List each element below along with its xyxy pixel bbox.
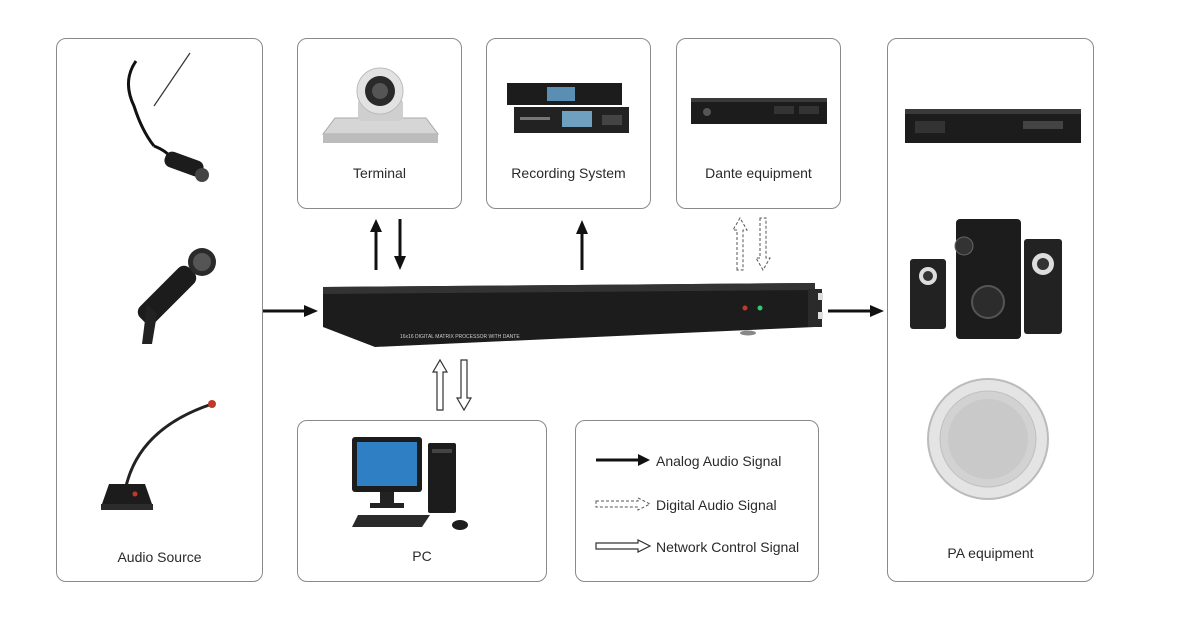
recording-system-panel: Recording System: [486, 38, 651, 209]
dante-equipment-panel: Dante equipment: [676, 38, 841, 209]
analog-arrow-icon: [596, 454, 650, 466]
analog-arrow-terminal-to-processor: [394, 219, 406, 270]
speaker-system-icon: [910, 219, 1062, 339]
digital-arrow-dante-to-processor: [755, 217, 771, 271]
network-arrow-icon: [595, 539, 652, 553]
hanging-microphone-icon: [127, 52, 209, 182]
pa-equipment-label: PA equipment: [947, 545, 1034, 561]
pa-equipment-panel: PA equipment: [887, 38, 1094, 582]
power-amplifier-icon: [905, 109, 1081, 143]
network-arrow-processor-to-pc: [455, 359, 473, 412]
analog-arrow-processor-to-recording: [576, 220, 588, 270]
handheld-microphone-icon: [137, 248, 216, 344]
digital-arrow-processor-to-dante: [732, 217, 748, 271]
matrix-processor-icon: [323, 283, 823, 347]
audio-source-panel: Audio Source: [56, 38, 263, 582]
terminal-panel: Terminal: [297, 38, 462, 209]
legend-analog-label: Analog Audio Signal: [656, 453, 782, 469]
recording-system-label: Recording System: [511, 165, 626, 181]
processor-front-label: 16x16 DIGITAL MATRIX PROCESSOR WITH DANT…: [400, 334, 520, 340]
analog-arrow-processor-to-terminal: [370, 219, 382, 270]
analog-arrow-processor-to-pa: [828, 305, 884, 317]
legend-digital-label: Digital Audio Signal: [656, 497, 777, 513]
pc-label: PC: [412, 548, 432, 564]
ceiling-speaker-icon: [927, 378, 1049, 500]
video-conference-camera-icon: [322, 67, 439, 143]
terminal-label: Terminal: [353, 165, 406, 181]
digital-arrow-icon: [595, 497, 652, 511]
analog-arrow-source-to-processor: [263, 305, 318, 317]
legend-network-label: Network Control Signal: [656, 539, 800, 555]
recording-server-icon: [507, 83, 629, 133]
audio-source-label: Audio Source: [117, 549, 202, 565]
dante-rack-unit-icon: [691, 98, 827, 124]
gooseneck-microphone-icon: [101, 400, 216, 510]
dante-equipment-label: Dante equipment: [705, 165, 812, 181]
desktop-computer-icon: [352, 437, 468, 530]
network-arrow-pc-to-processor: [431, 358, 449, 411]
pc-panel: PC: [297, 420, 547, 582]
legend-panel: Analog Audio Signal Digital Audio Signal…: [575, 420, 819, 582]
